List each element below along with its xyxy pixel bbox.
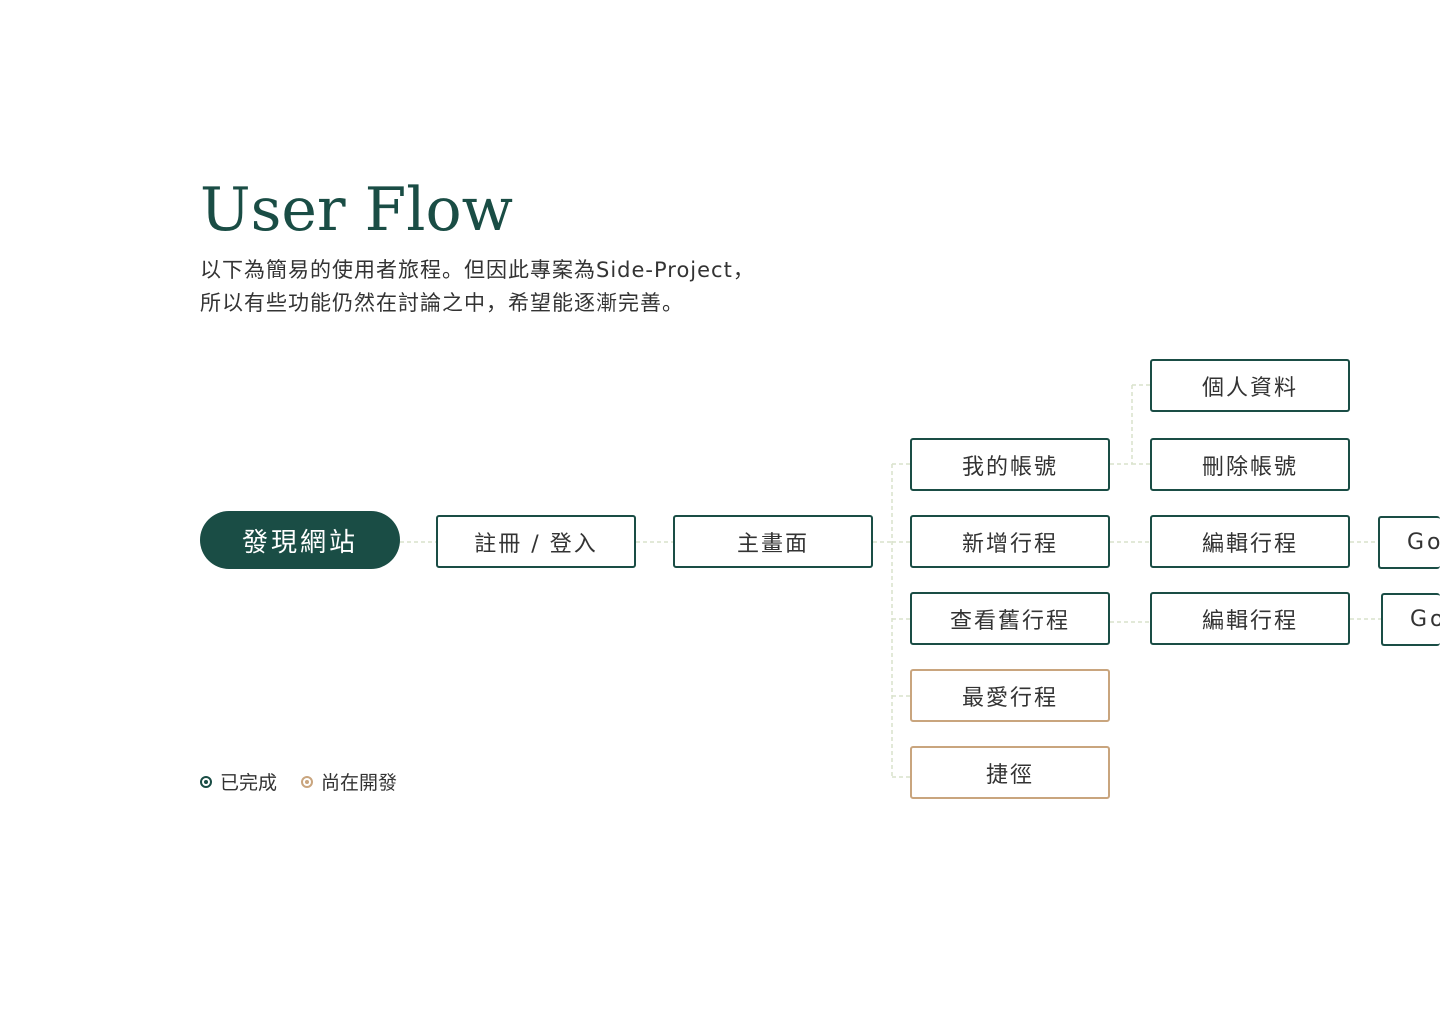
flow-node-shortcut[interactable]: 捷徑 xyxy=(910,746,1110,799)
flow-node-view-old-trips[interactable]: 查看舊行程 xyxy=(910,592,1110,645)
legend-item-in-progress: 尚在開發 xyxy=(301,768,397,795)
flow-node-home[interactable]: 主畫面 xyxy=(673,515,873,568)
flow-node-register-login[interactable]: 註冊 / 登入 xyxy=(436,515,636,568)
legend-label-done: 已完成 xyxy=(220,772,278,794)
description-line-1: 以下為簡易的使用者旅程。但因此專案為Side-Project， xyxy=(200,258,755,282)
flow-node-cut-1[interactable]: Go xyxy=(1378,516,1440,569)
legend-label-in-progress: 尚在開發 xyxy=(321,772,398,794)
flow-node-my-account[interactable]: 我的帳號 xyxy=(910,438,1110,491)
in-progress-dot-icon xyxy=(301,775,314,788)
flow-node-edit-trip-1[interactable]: 編輯行程 xyxy=(1150,515,1350,568)
page-title: User Flow xyxy=(200,175,513,245)
flow-node-favorite-trips[interactable]: 最愛行程 xyxy=(910,669,1110,722)
description-line-2: 所以有些功能仍然在討論之中，希望能逐漸完善。 xyxy=(200,291,684,315)
legend: 已完成 尚在開發 xyxy=(200,768,421,795)
flow-node-edit-trip-2[interactable]: 編輯行程 xyxy=(1150,592,1350,645)
flow-node-cut-2[interactable]: Go xyxy=(1381,593,1440,646)
flow-node-add-trip[interactable]: 新增行程 xyxy=(910,515,1110,568)
flow-node-delete-account[interactable]: 刪除帳號 xyxy=(1150,438,1350,491)
flow-node-discover[interactable]: 發現網站 xyxy=(200,511,400,569)
page-description: 以下為簡易的使用者旅程。但因此專案為Side-Project， 所以有些功能仍然… xyxy=(200,254,755,320)
flow-node-profile[interactable]: 個人資料 xyxy=(1150,359,1350,412)
done-dot-icon xyxy=(200,775,212,788)
legend-item-done: 已完成 xyxy=(200,768,277,795)
